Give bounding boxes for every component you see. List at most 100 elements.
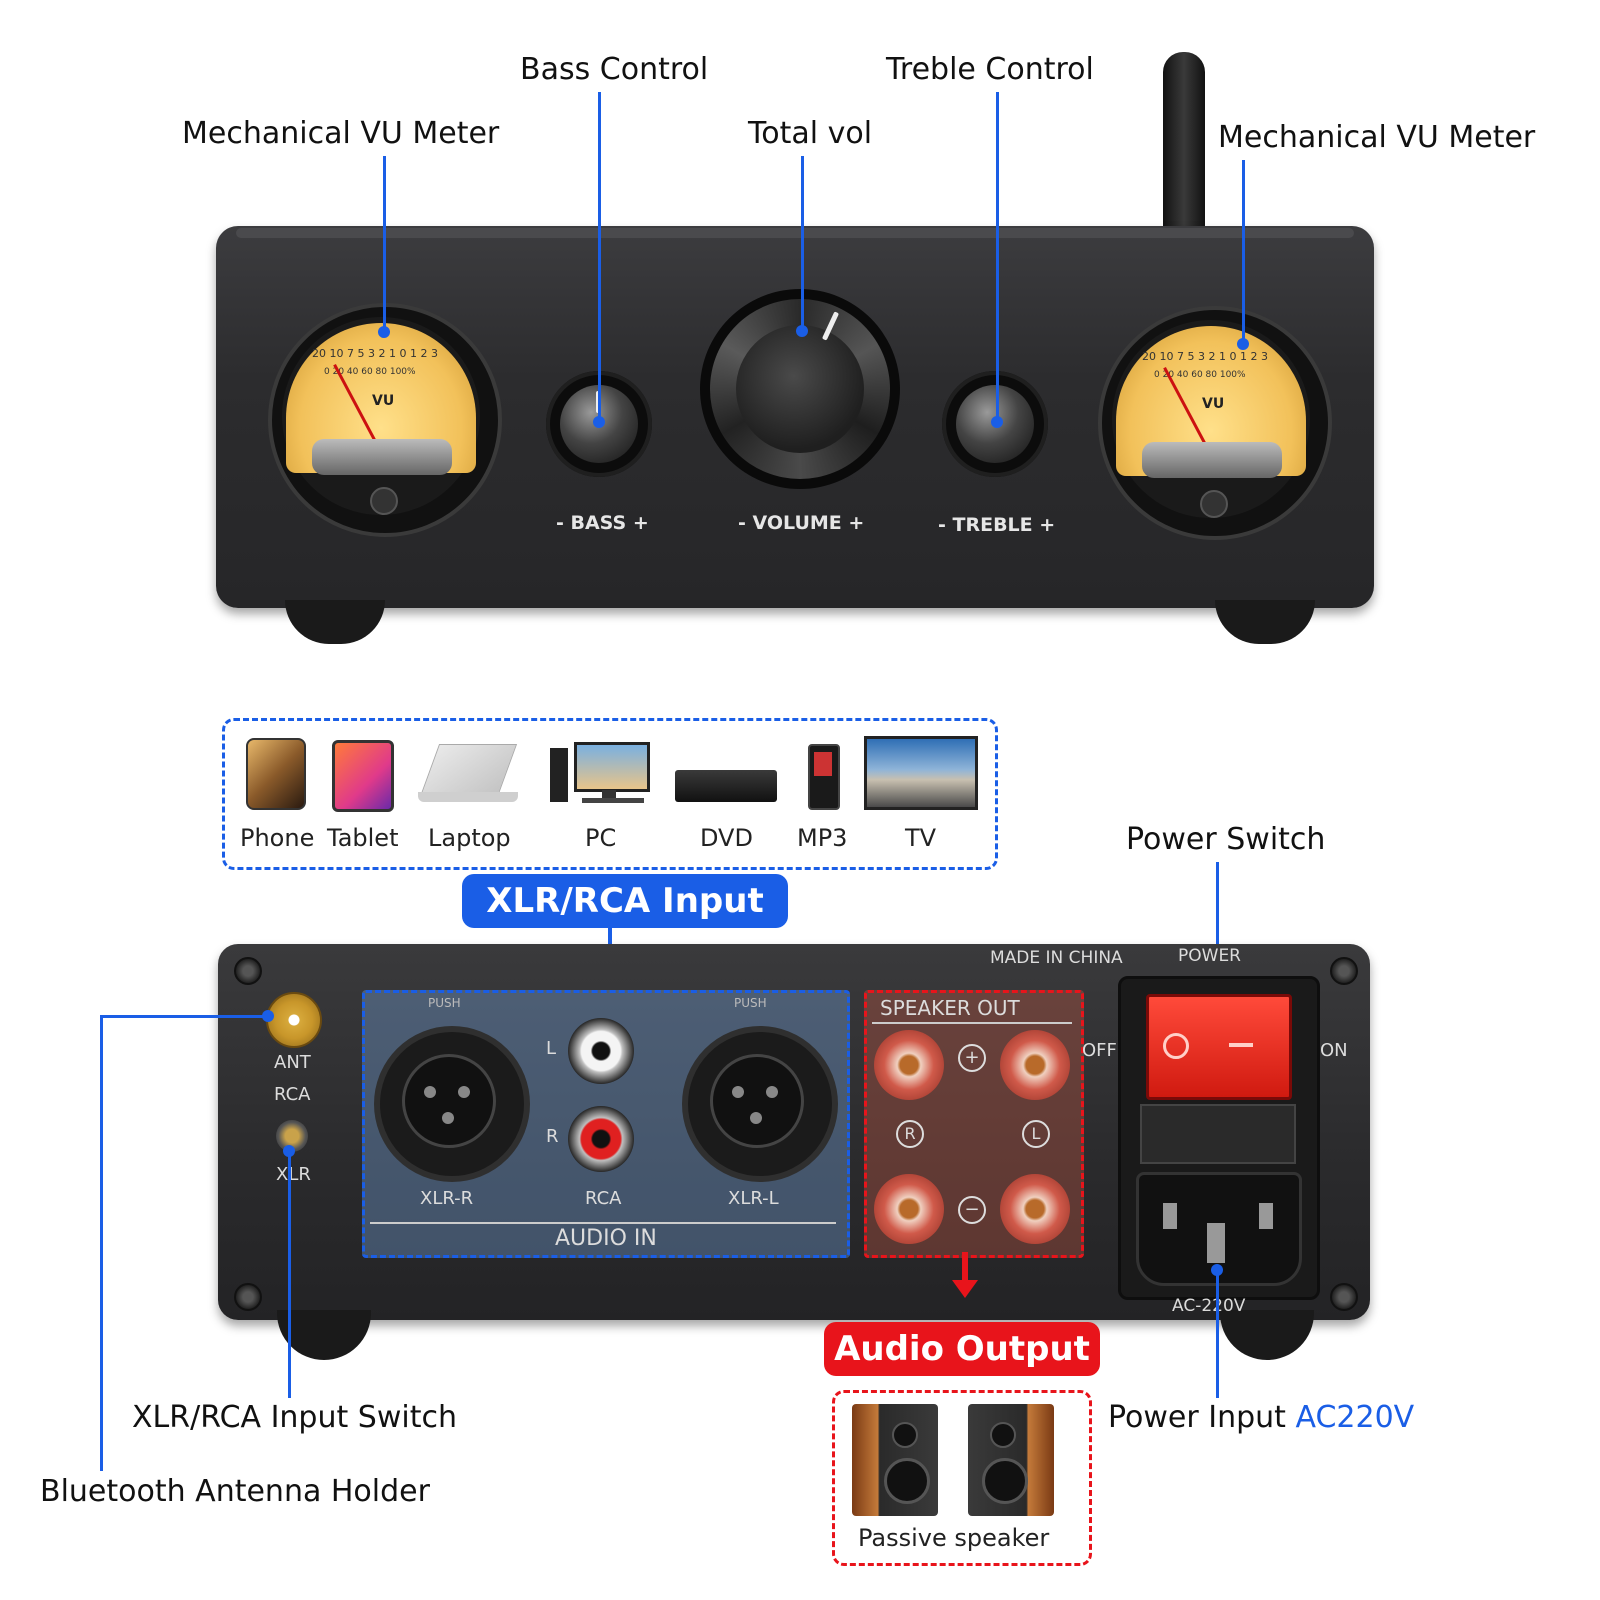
rca-left-jack[interactable] — [568, 1018, 634, 1084]
speaker-left-icon — [852, 1404, 938, 1516]
binding-post-l-plus[interactable] — [1000, 1030, 1070, 1100]
minus-symbol: − — [958, 1196, 986, 1224]
leader-antenna-h — [100, 1015, 270, 1018]
callout-treble: Treble Control — [886, 52, 1094, 87]
rear-screw-tl — [234, 957, 262, 985]
front-foot-right — [1215, 600, 1315, 644]
devices-box — [222, 718, 998, 870]
vu-meter-right: 20 10 7 5 3 2 1 0 1 2 3 0 20 40 60 80 10… — [1098, 306, 1332, 540]
plus-symbol: + — [958, 1044, 986, 1072]
off-label: OFF — [1082, 1040, 1117, 1061]
rear-screw-bl — [234, 1283, 262, 1311]
callout-vu-left: Mechanical VU Meter — [182, 116, 500, 151]
vu-movement-right — [1142, 442, 1282, 478]
leader-bass — [598, 92, 601, 422]
binding-post-r-minus[interactable] — [874, 1174, 944, 1244]
speaker-box — [832, 1390, 1092, 1566]
vu-scale-right: 20 10 7 5 3 2 1 0 1 2 3 — [1142, 350, 1268, 363]
mp3-icon — [808, 744, 840, 810]
callout-input-switch: XLR/RCA Input Switch — [132, 1400, 457, 1435]
ant-label: ANT — [274, 1052, 311, 1073]
speaker-right-icon — [968, 1404, 1054, 1516]
rear-screw-br — [1330, 1283, 1358, 1311]
device-label-tablet: Tablet — [327, 824, 399, 852]
rca-r-label: R — [546, 1126, 559, 1147]
rca-l-label: L — [546, 1038, 557, 1059]
vu-text-left: VU — [372, 393, 395, 409]
callout-power-input: Power Input AC220V — [1108, 1400, 1414, 1435]
device-label-laptop: Laptop — [428, 824, 511, 852]
pc-icon — [550, 742, 650, 804]
rca-switch-label: RCA — [274, 1084, 311, 1105]
made-in-china: MADE IN CHINA — [990, 948, 1123, 968]
xlr-r-connector[interactable] — [374, 1026, 530, 1182]
rear-foot-left — [277, 1310, 371, 1360]
leader-power-input — [1216, 1270, 1219, 1398]
binding-post-l-minus[interactable] — [1000, 1174, 1070, 1244]
callout-power-input-text: Power Input — [1108, 1400, 1286, 1435]
ac-220v-label: AC-220V — [1172, 1296, 1246, 1316]
bass-label: - BASS + — [556, 512, 649, 534]
antenna — [1163, 52, 1205, 252]
rear-screw-tr — [1330, 957, 1358, 985]
laptop-icon — [418, 744, 518, 806]
callout-bass: Bass Control — [520, 52, 709, 87]
xlr-l-label: XLR-L — [728, 1188, 779, 1209]
vu-meter-left: 20 10 7 5 3 2 1 0 1 2 3 0 20 40 60 80 10… — [268, 303, 502, 537]
leader-antenna-v — [100, 1015, 103, 1471]
leader-volume — [801, 156, 804, 330]
vu-movement-left — [312, 439, 452, 475]
device-label-phone: Phone — [240, 824, 315, 852]
xlr-rca-input-badge: XLR/RCA Input — [462, 874, 788, 928]
volume-knob[interactable] — [700, 289, 900, 489]
vu-screw-right — [1200, 490, 1228, 518]
power-text: POWER — [1178, 946, 1241, 966]
speaker-out-label: SPEAKER OUT — [880, 996, 1020, 1020]
xlr-l-push-label: PUSH — [734, 996, 767, 1010]
leader-vu-right — [1242, 160, 1245, 342]
on-label: ON — [1320, 1040, 1348, 1061]
xlr-r-label: XLR-R — [420, 1188, 474, 1209]
fuse-holder — [1140, 1104, 1296, 1164]
xlr-r-push-label: PUSH — [428, 996, 461, 1010]
tv-icon — [864, 736, 978, 810]
device-label-dvd: DVD — [700, 824, 753, 852]
device-label-pc: PC — [585, 824, 617, 852]
callout-antenna: Bluetooth Antenna Holder — [40, 1474, 430, 1509]
vu-screw-left — [370, 487, 398, 515]
binding-post-r-plus[interactable] — [874, 1030, 944, 1100]
l-channel-symbol: L — [1022, 1120, 1050, 1148]
vu-scale-percent-right: 0 20 40 60 80 100% — [1154, 370, 1246, 380]
audio-in-divider — [370, 1222, 836, 1224]
antenna-connector[interactable] — [266, 992, 322, 1048]
audio-output-badge: Audio Output — [824, 1322, 1100, 1376]
leader-vu-left — [383, 156, 386, 330]
power-rocker-switch[interactable] — [1146, 994, 1292, 1100]
xlr-l-connector[interactable] — [682, 1026, 838, 1182]
phone-icon — [246, 738, 306, 810]
vu-scale-percent-left: 0 20 40 60 80 100% — [324, 367, 416, 377]
xlr-switch-label: XLR — [276, 1164, 311, 1185]
callout-power-switch: Power Switch — [1126, 822, 1326, 857]
audio-in-label: AUDIO IN — [555, 1226, 657, 1251]
rca-label: RCA — [585, 1188, 622, 1209]
device-label-mp3: MP3 — [797, 824, 848, 852]
passive-speaker-label: Passive speaker — [858, 1524, 1050, 1552]
rear-foot-right — [1220, 1310, 1314, 1360]
rca-right-jack[interactable] — [568, 1106, 634, 1172]
callout-vu-right: Mechanical VU Meter — [1218, 120, 1536, 155]
treble-label: - TREBLE + — [938, 514, 1056, 536]
tablet-icon — [332, 740, 394, 812]
callout-power-input-voltage: AC220V — [1295, 1400, 1415, 1435]
front-foot-left — [285, 600, 385, 644]
front-top-bevel — [236, 228, 1354, 238]
leader-power-switch — [1216, 862, 1219, 996]
vu-text-right: VU — [1202, 396, 1225, 412]
leader-input-switch — [288, 1150, 291, 1398]
xlr-rca-input-badge-text: XLR/RCA Input — [486, 881, 764, 921]
leader-treble — [996, 92, 999, 422]
vu-scale-left: 20 10 7 5 3 2 1 0 1 2 3 — [312, 347, 438, 360]
dvd-icon — [675, 770, 777, 802]
speaker-out-divider — [872, 1022, 1072, 1024]
callout-volume: Total vol — [748, 116, 873, 151]
